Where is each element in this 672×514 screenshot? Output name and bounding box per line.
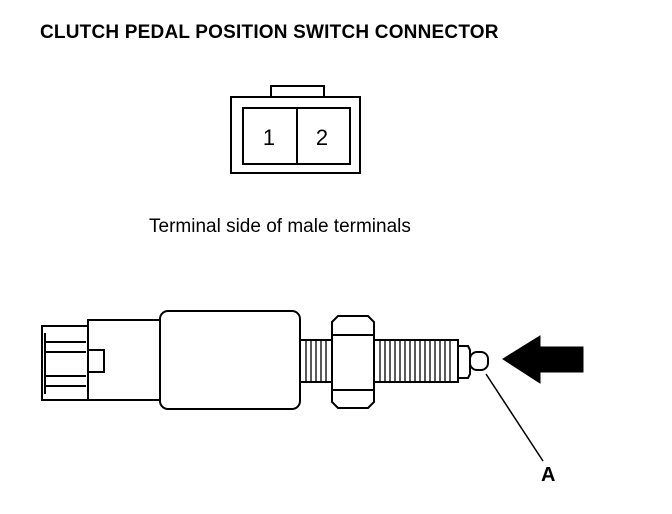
pin-label-2: 2 — [316, 125, 328, 150]
shaft-threads — [305, 341, 451, 381]
connector-face — [230, 85, 361, 174]
callout-leader-line — [485, 373, 544, 462]
connector-caption: Terminal side of male terminals — [149, 216, 411, 237]
callout-label-a: A — [541, 464, 556, 486]
diagram-title: CLUTCH PEDAL POSITION SWITCH CONNECTOR — [40, 22, 499, 43]
pin-label-1: 1 — [263, 125, 275, 150]
push-arrow-icon — [502, 335, 584, 384]
switch-body — [41, 310, 489, 410]
